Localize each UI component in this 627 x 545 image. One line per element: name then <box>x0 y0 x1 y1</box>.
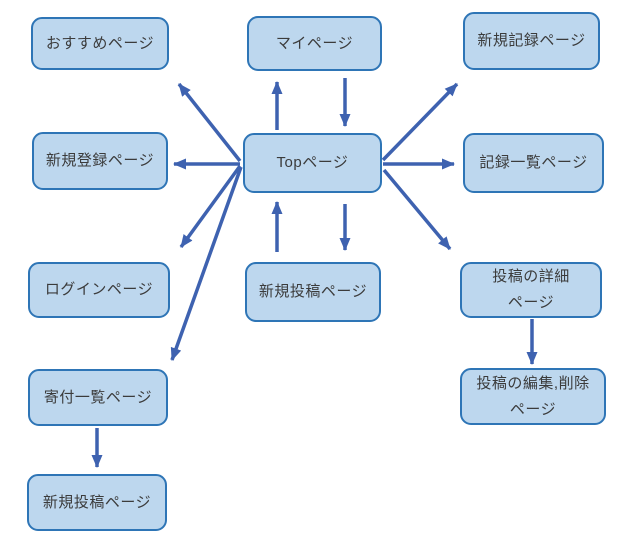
node-top-page: Topページ <box>243 133 382 193</box>
node-new-record-page: 新規記録ページ <box>463 12 600 70</box>
edge-top-to-osusume <box>177 82 242 163</box>
edge-top-to-post-detail <box>382 168 452 251</box>
node-post-edit-delete-page: 投稿の編集,削除 ページ <box>460 368 606 425</box>
edge-top-to-donation-list <box>170 166 243 361</box>
node-signup-page: 新規登録ページ <box>32 132 168 190</box>
node-my-page: マイページ <box>247 16 382 71</box>
edge-top-to-login <box>179 164 242 249</box>
node-new-post-page-bottom: 新規投稿ページ <box>27 474 167 531</box>
node-login-page: ログインページ <box>28 262 170 318</box>
node-donation-list-page: 寄付一覧ページ <box>28 369 168 426</box>
node-osusume-page: おすすめページ <box>31 17 169 70</box>
node-post-detail-page: 投稿の詳細 ページ <box>460 262 602 318</box>
node-record-list-page: 記録一覧ページ <box>463 133 604 193</box>
node-new-post-page-center: 新規投稿ページ <box>245 262 381 322</box>
edge-top-to-new-record <box>381 82 459 162</box>
